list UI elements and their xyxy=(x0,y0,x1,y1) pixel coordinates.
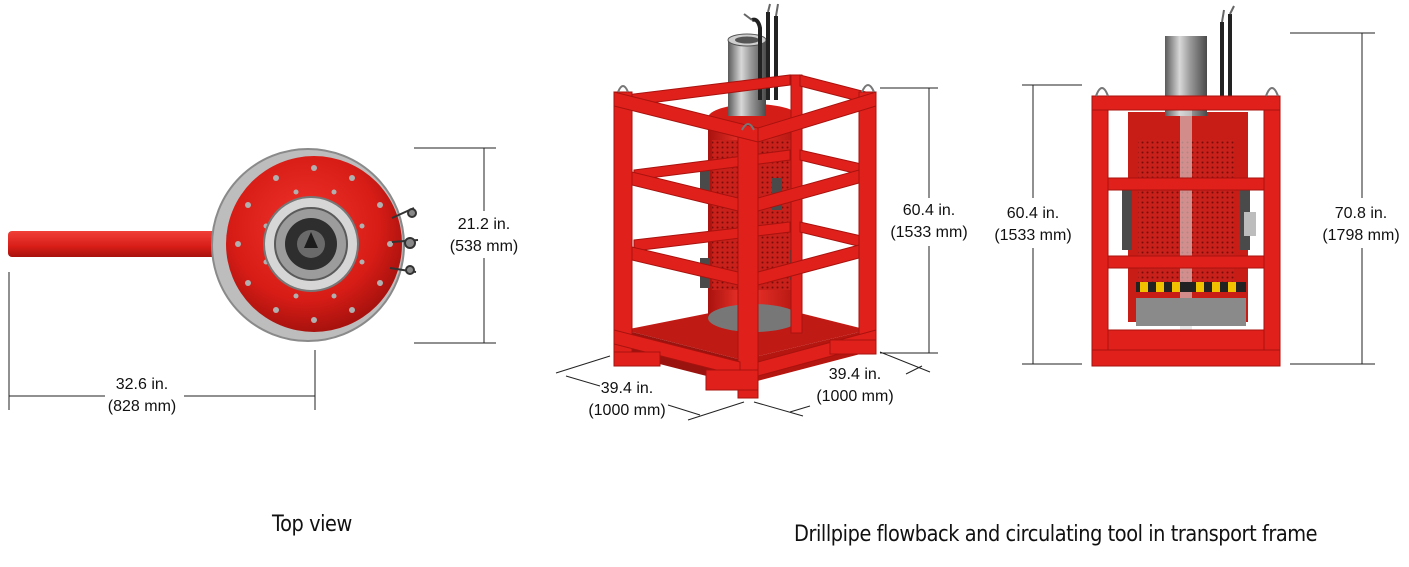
dim-mm: (1000 mm) xyxy=(816,388,894,405)
dim-mm: (1533 mm) xyxy=(890,224,968,241)
top-view-arm xyxy=(8,231,233,257)
iso-view-dimension-lines xyxy=(555,87,938,421)
front-view-illustration xyxy=(1091,5,1281,367)
dim-mm: (1533 mm) xyxy=(994,227,1072,244)
main-caption: Drillpipe flowback and circulating tool … xyxy=(794,522,1318,547)
dim-inches: 32.6 in. xyxy=(115,376,169,393)
dim-mm: (538 mm) xyxy=(449,238,519,255)
dim-inches: 70.8 in. xyxy=(1334,205,1388,222)
dim-inches: 39.4 in. xyxy=(600,380,654,397)
iso-view-width-left-label: 39.4 in. (1000 mm) xyxy=(582,378,672,422)
top-view-length-label: 32.6 in. (828 mm) xyxy=(104,374,180,418)
iso-view-width-right-label: 39.4 in. (1000 mm) xyxy=(810,364,900,408)
dim-inches: 39.4 in. xyxy=(828,366,882,383)
front-view-dimension-lines xyxy=(1022,32,1375,365)
front-view-total-height-label: 70.8 in. (1798 mm) xyxy=(1316,203,1406,247)
top-view-caption: Top view xyxy=(272,512,352,537)
dim-mm: (1000 mm) xyxy=(588,402,666,419)
dim-inches: 21.2 in. xyxy=(457,216,511,233)
top-view-illustration xyxy=(8,148,419,342)
front-view-frame-height-label: 60.4 in. (1533 mm) xyxy=(988,203,1078,247)
dim-inches: 60.4 in. xyxy=(1006,205,1060,222)
top-view-height-label: 21.2 in. (538 mm) xyxy=(446,214,522,258)
iso-view-illustration xyxy=(613,3,877,399)
dim-mm: (828 mm) xyxy=(107,398,177,415)
dim-mm: (1798 mm) xyxy=(1322,227,1400,244)
dim-inches: 60.4 in. xyxy=(902,202,956,219)
top-view-dimension-lines xyxy=(8,147,496,410)
iso-view-height-label: 60.4 in. (1533 mm) xyxy=(884,200,974,244)
